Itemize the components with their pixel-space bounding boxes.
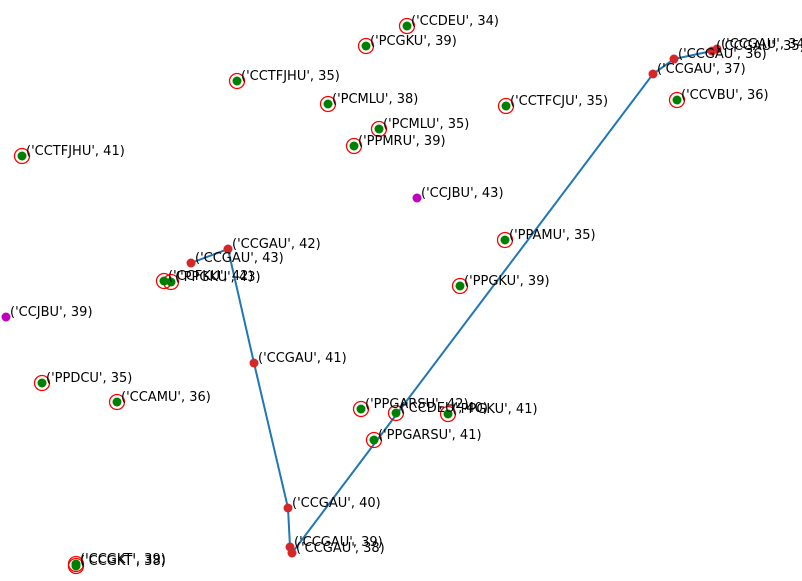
scatter-point: [369, 435, 379, 445]
point-label: ('CCAMU', 36): [121, 390, 211, 405]
ring-marker: [319, 95, 337, 113]
path-point: [648, 69, 658, 79]
ring-marker: [365, 431, 383, 449]
path-point-label: ('CCGAU', 41): [258, 351, 347, 366]
point-label: ('PPGARSU', 42): [365, 397, 469, 412]
ring-marker: [370, 120, 388, 138]
ring-marker: [451, 277, 469, 295]
ring-marker: [228, 72, 246, 90]
scatter-point: [391, 408, 401, 418]
point-labels: ('CCDEU', 34) ('PCGKU', 39) ('CCTFJHU', 35…: [10, 14, 802, 569]
magenta-point: [1, 312, 11, 322]
point-label: ('CCFKU', 42): [168, 269, 253, 284]
scatter-point: [349, 141, 359, 151]
path-point-label: ('CCGAU', 40): [292, 496, 381, 511]
scatter-point: [672, 95, 682, 105]
point-label: ('CCJBU', 43): [421, 186, 504, 201]
point-label: ('PPAMU', 35): [509, 228, 596, 243]
path-point-label: ('CCGAU', 38): [296, 541, 385, 556]
point-label: ('PPGKU', 43): [175, 270, 261, 285]
point-label: ('CCGKT', 39): [80, 552, 166, 567]
scatter-point: [402, 21, 412, 31]
point-label: ('PPDCU', 35): [46, 371, 132, 386]
path-point: [285, 542, 295, 552]
ring-marker: [357, 37, 375, 55]
path-point-label: ('CCGAU', 37): [657, 62, 746, 77]
ring-markers: [13, 17, 686, 575]
point-label: ('PCMLU', 38): [332, 92, 418, 107]
path-point-label: ('CCGAU', 39): [294, 535, 383, 550]
ring-marker: [668, 91, 686, 109]
scatter-point: [361, 41, 371, 51]
ring-marker: [398, 17, 416, 35]
scatter-point: [501, 101, 511, 111]
scatter-point: [17, 151, 27, 161]
point-label: ('PPGARSU', 41): [378, 428, 482, 443]
point-label: ('CCTFJHU', 41): [26, 144, 125, 159]
scatter-point: [455, 281, 465, 291]
path-point: [669, 54, 679, 64]
path-point: [186, 258, 196, 268]
scatter-point: [166, 277, 176, 287]
path-point: [707, 46, 717, 56]
scatter-point: [374, 124, 384, 134]
ring-marker: [13, 147, 31, 165]
point-label: ('CCTFCJU', 35): [510, 94, 608, 109]
ring-marker: [108, 393, 126, 411]
point-markers: [1, 21, 722, 571]
scatter-point: [71, 561, 81, 571]
ring-marker: [387, 404, 405, 422]
ring-marker: [67, 557, 85, 575]
scatter-point: [159, 276, 169, 286]
point-label: ('CCGKT', 38): [80, 554, 166, 569]
scatter-point: [500, 235, 510, 245]
ring-marker: [439, 405, 457, 423]
path-point-label: ('CCGAU', 35): [716, 39, 802, 54]
scatter-point: [232, 76, 242, 86]
path-point-label: ('CCGAU', 36): [678, 47, 767, 62]
path-point-label: ('CCGAU', 34): [721, 37, 802, 52]
point-label: ('PPGKU', 41): [452, 402, 538, 417]
point-label: ('PPGKU', 39): [464, 274, 550, 289]
path-point-label: ('CCGAU', 43): [195, 251, 284, 266]
ring-marker: [345, 137, 363, 155]
point-label: ('CCVBU', 36): [681, 88, 769, 103]
scatter-point: [356, 404, 366, 414]
scatter-point: [37, 378, 47, 388]
ring-marker: [352, 400, 370, 418]
point-label: ('CCJBU', 39): [10, 305, 93, 320]
scatter-point: [323, 99, 333, 109]
point-label: ('PPMRU', 39): [358, 134, 446, 149]
point-label: ('CCDEU', 40): [400, 401, 488, 416]
path-point: [249, 358, 259, 368]
magenta-point: [412, 193, 422, 203]
point-label: ('CCTFJHU', 35): [241, 69, 340, 84]
point-label: ('PCGKU', 39): [370, 34, 457, 49]
point-label: ('CCDEU', 34): [411, 14, 499, 29]
path-point: [283, 503, 293, 513]
ring-marker: [33, 374, 51, 392]
path-point: [223, 244, 233, 254]
scatter-point: [112, 397, 122, 407]
ring-marker: [496, 231, 514, 249]
scatter-point: [443, 409, 453, 419]
path-point-label: ('CCGAU', 42): [232, 237, 321, 252]
point-label: ('PCMLU', 35): [383, 117, 469, 132]
ring-marker: [497, 97, 515, 115]
